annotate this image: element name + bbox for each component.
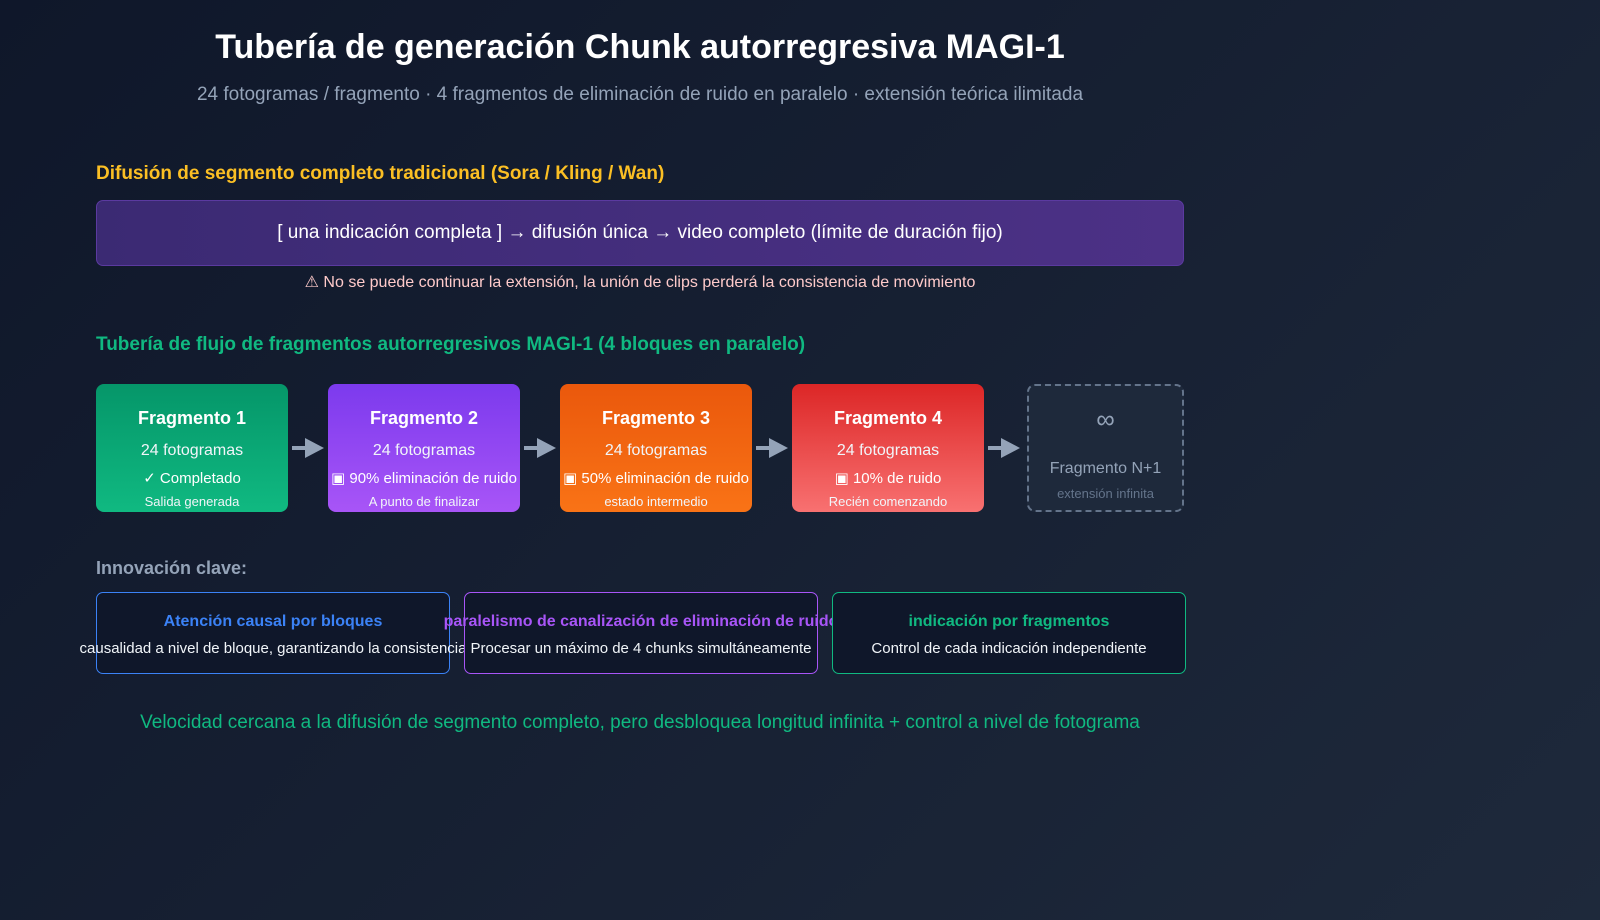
- chunk-1-block: Fragmento 1 24 fotogramas ✓ Completado S…: [96, 384, 288, 512]
- innovation-card-pipeline-parallelism: paralelismo de canalización de eliminaci…: [444, 592, 838, 674]
- chunk-2-status: ▣ 90% eliminación de ruido: [331, 470, 517, 487]
- next-chunk-name: Fragmento N+1: [1049, 460, 1162, 477]
- infinity-icon: ∞: [1096, 404, 1115, 434]
- traditional-warning: ⚠ No se puede continuar la extensión, la…: [304, 274, 976, 291]
- chunk-2-caption: A punto de finalizar: [368, 494, 480, 509]
- chunk-3-caption: estado intermedio: [604, 494, 708, 509]
- chunk-3-frames: 24 fotogramas: [604, 442, 708, 459]
- innovation-label: Innovación clave:: [96, 558, 248, 578]
- next-chunk-caption: extensión infinita: [1057, 486, 1154, 501]
- chunk-3-status: ▣ 50% eliminación de ruido: [563, 470, 749, 487]
- chunk-4-frames: 24 fotogramas: [836, 442, 940, 459]
- traditional-section-title: Difusión de segmento completo tradiciona…: [96, 163, 665, 184]
- traditional-flow-box: [ una indicación completa ] → difusión ú…: [96, 200, 1184, 266]
- pipeline-section-title: Tubería de flujo de fragmentos autorregr…: [96, 334, 806, 355]
- chunk-2-block: Fragmento 2 24 fotogramas ▣ 90% eliminac…: [328, 384, 520, 512]
- innovation-card-title: paralelismo de canalización de eliminaci…: [443, 613, 839, 630]
- innovation-card-causal-attention: Atención causal por bloques causalidad a…: [80, 592, 466, 674]
- chunk-4-caption: Recién comenzando: [828, 494, 948, 509]
- chunk-1-name: Fragmento 1: [137, 408, 247, 428]
- chunk-2-frames: 24 fotogramas: [372, 442, 476, 459]
- arrow-icon: [756, 438, 788, 458]
- chunk-4-status: ▣ 10% de ruido: [834, 470, 942, 487]
- chunk-3-name: Fragmento 3: [601, 408, 711, 428]
- chunk-4-name: Fragmento 4: [833, 408, 943, 428]
- arrow-icon: [988, 438, 1020, 458]
- next-chunk-placeholder: ∞ Fragmento N+1 extensión infinita: [1027, 384, 1184, 512]
- innovation-card-chunk-prompting: indicación por fragmentos Control de cad…: [832, 592, 1186, 674]
- innovation-card-desc: Procesar un máximo de 4 chunks simultáne…: [470, 640, 812, 657]
- chunk-3-block: Fragmento 3 24 fotogramas ▣ 50% eliminac…: [560, 384, 752, 512]
- chunk-4-block: Fragmento 4 24 fotogramas ▣ 10% de ruido…: [792, 384, 984, 512]
- innovation-card-title: indicación por fragmentos: [908, 613, 1110, 630]
- chunk-2-name: Fragmento 2: [369, 408, 479, 428]
- innovation-card-title: Atención causal por bloques: [163, 613, 383, 630]
- chunk-1-frames: 24 fotogramas: [140, 442, 244, 459]
- innovation-card-desc: Control de cada indicación independiente: [871, 640, 1147, 657]
- chunk-1-caption: Salida generada: [144, 494, 240, 509]
- page-subtitle: 24 fotogramas / fragmento · 4 fragmentos…: [196, 84, 1084, 105]
- page-title: Tubería de generación Chunk autorregresi…: [215, 28, 1065, 66]
- innovation-card-desc: causalidad a nivel de bloque, garantizan…: [79, 640, 467, 657]
- chunk-1-status: ✓ Completado: [143, 470, 241, 487]
- traditional-flow-text: [ una indicación completa ] → difusión ú…: [277, 222, 1003, 243]
- arrow-icon: [292, 438, 324, 458]
- arrow-icon: [524, 438, 556, 458]
- footer-summary: Velocidad cercana a la difusión de segme…: [140, 712, 1140, 733]
